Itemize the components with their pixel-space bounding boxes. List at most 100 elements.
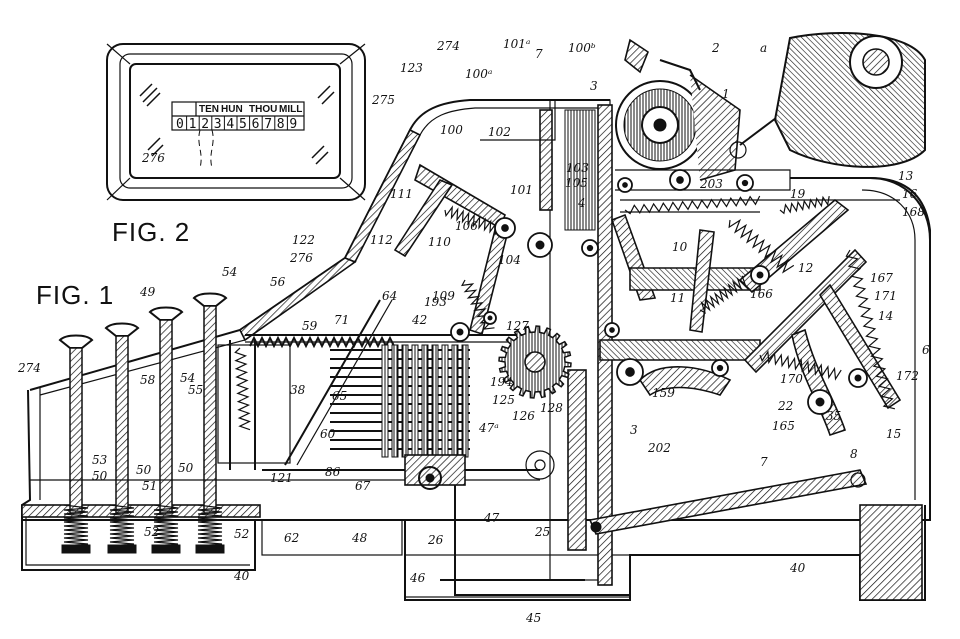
- key-spring: [153, 504, 179, 547]
- reference-numeral: 104: [498, 253, 521, 267]
- reference-numeral: 40: [233, 569, 250, 583]
- coil-spring: [728, 218, 795, 274]
- key-foot: [195, 544, 225, 554]
- reference-numeral: 100ᵇ: [568, 41, 596, 55]
- key-shaft: [203, 305, 217, 514]
- dial-digit: 8: [277, 117, 285, 132]
- reference-numeral: 52: [144, 525, 159, 539]
- reference-numeral: 86: [325, 465, 341, 479]
- reference-numeral: 45: [525, 611, 541, 625]
- key-stems: [58, 292, 228, 554]
- printing-roll: [615, 38, 747, 181]
- reference-numeral: 48: [351, 531, 368, 545]
- reference-numeral: 38: [290, 383, 306, 397]
- comb-bar: [421, 344, 429, 458]
- reference-numeral: 16: [902, 187, 918, 201]
- key-stem: [58, 334, 94, 554]
- reference-numeral: 172: [896, 369, 919, 383]
- key-stem: [104, 322, 140, 554]
- reference-numeral: 46: [409, 571, 426, 585]
- fig1-title: FIG. 1: [36, 280, 114, 310]
- reference-numeral: 42: [411, 313, 427, 327]
- reference-numeral: 54: [222, 265, 237, 279]
- reference-numeral: 126: [512, 409, 535, 423]
- comb-bar: [441, 344, 449, 458]
- pivot-center: [625, 367, 635, 377]
- pivot-center: [501, 224, 509, 232]
- reference-numeral: 112: [370, 233, 393, 247]
- pivot-center: [716, 364, 724, 372]
- key-spring: [109, 504, 135, 547]
- dial-digit: 1: [189, 117, 197, 132]
- pivot-center: [535, 240, 545, 250]
- reference-numeral: 111: [390, 187, 413, 201]
- reference-numeral: 55: [188, 383, 203, 397]
- key-cap: [104, 322, 140, 337]
- key-cap: [58, 334, 94, 349]
- reference-numeral: 10: [672, 240, 688, 254]
- reference-numeral: 1: [722, 87, 730, 101]
- pivot-center: [487, 315, 493, 321]
- key-frame: [30, 299, 540, 481]
- reference-numeral: 67: [355, 479, 371, 493]
- reference-numeral: 13: [898, 169, 914, 183]
- key-stem: [192, 292, 228, 554]
- comb-bar: [431, 344, 439, 458]
- reference-numeral: 50: [178, 461, 194, 475]
- key-foot: [61, 544, 91, 554]
- reference-numeral: 102: [488, 125, 511, 139]
- housing: [21, 99, 931, 601]
- reference-numeral: 275: [371, 93, 395, 107]
- reference-numeral: 194: [490, 375, 513, 389]
- reference-numeral: 47: [483, 511, 500, 525]
- comb-bar: [451, 344, 459, 458]
- coil-spring: [759, 350, 842, 381]
- dial-digit: 6: [252, 117, 260, 132]
- reference-numeral: 47ᵃ: [478, 421, 499, 435]
- coil-spring: [779, 195, 830, 215]
- pivot-center: [815, 397, 825, 407]
- reference-numeral: 171: [874, 289, 897, 303]
- pivot-center: [676, 176, 684, 184]
- reference-numeral: 64: [382, 289, 397, 303]
- reference-numeral: 25: [534, 525, 550, 539]
- reference-numeral: 15: [886, 427, 901, 441]
- reference-numeral: 2: [711, 41, 720, 55]
- reference-numeral: 168: [902, 205, 925, 219]
- pivot-center: [854, 374, 862, 382]
- reference-numeral: a: [760, 41, 767, 55]
- coil-spring: [234, 347, 252, 431]
- reference-numeral: 100ᵃ: [465, 67, 492, 81]
- coil-spring: [845, 249, 896, 410]
- fig2-title: FIG. 2: [112, 217, 190, 247]
- reference-numeral: 22: [777, 399, 793, 413]
- pivot-pins: [450, 169, 868, 415]
- comb-pins: [330, 344, 470, 458]
- reference-numeral: 123: [400, 61, 423, 75]
- dial-header-hun: HUN: [221, 104, 243, 115]
- reference-numeral: 52: [234, 527, 249, 541]
- reference-numeral: 121: [270, 471, 293, 485]
- reference-numeral: 193: [424, 295, 447, 309]
- reference-numeral: 40: [789, 561, 806, 575]
- reference-numeral: 101: [510, 183, 533, 197]
- comb-bar: [381, 344, 389, 458]
- reference-numeral: 26: [427, 533, 444, 547]
- reference-numeral: 109: [432, 289, 455, 303]
- glass-glare-marks: [139, 83, 335, 165]
- pivot-center: [586, 244, 594, 252]
- reference-numeral: 35: [826, 409, 841, 423]
- reference-numeral: 101ᵃ: [503, 37, 530, 51]
- reference-numeral: 103: [566, 161, 589, 175]
- reference-numeral: 202: [647, 441, 671, 455]
- key-stem: [148, 306, 184, 554]
- reference-numeral: 274: [17, 361, 41, 375]
- reference-numeral: 122: [292, 233, 315, 247]
- reference-numeral: 4: [577, 196, 586, 210]
- reference-numeral: 3: [630, 423, 638, 437]
- reference-numeral: 65: [332, 389, 347, 403]
- reference-numeral: 127: [506, 319, 529, 333]
